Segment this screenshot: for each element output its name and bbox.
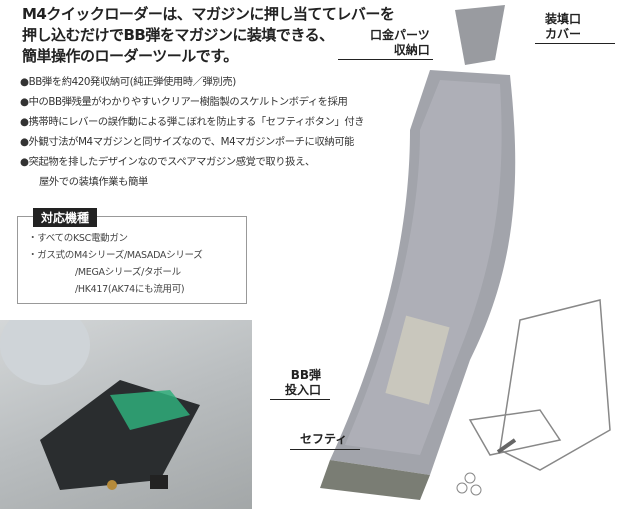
feature-item: ●中のBB弾残量がわかりやすいクリアー樹脂製のスケルトンボディを採用 <box>20 96 348 108</box>
feature-item: ●外観寸法がM4マガジンと同サイズなので、M4マガジンポーチに収納可能 <box>20 136 355 148</box>
label-safety: セフティ <box>300 432 348 446</box>
compat-title: 対応機種 <box>33 208 98 227</box>
headline-line: 押し込むだけでBB弾をマガジンに装填できる、 <box>22 26 334 44</box>
label-bb-inlet: BB弾投入口 <box>285 368 322 397</box>
label-loading-port-cover: 装填口カバー <box>545 12 582 41</box>
compat-item: ・すべてのKSC電動ガン <box>28 233 128 244</box>
compat-item: /MEGAシリーズ/タボール <box>75 267 181 278</box>
feature-item: ●突起物を排したデザインなのでスペアマガジン感覚で取り扱え、 <box>20 156 315 168</box>
product-photo <box>0 320 252 509</box>
feature-item: ●携帯時にレバーの誤作動による弾こぼれを防止する「セフティボタン」付き <box>20 116 365 128</box>
headline-line: 簡単操作のローダーツールです。 <box>22 47 238 65</box>
headline-line: M4クイックローダーは、マガジンに押し当ててレバーを <box>22 5 395 23</box>
feature-list: ●BB弾を約420発収納可(純正弾使用時／弾別売) ●中のBB弾残量がわかりやす… <box>20 72 365 192</box>
loader-photo-illustration <box>0 320 200 490</box>
compat-item: /HK417(AK74にも流用可) <box>75 284 185 295</box>
compat-item: ・ガス式のM4シリーズ/MASADAシリーズ <box>28 250 203 261</box>
compatible-models-box: 対応機種 ・すべてのKSC電動ガン ・ガス式のM4シリーズ/MASADAシリーズ… <box>17 208 247 304</box>
feature-item: ●BB弾を約420発収納可(純正弾使用時／弾別売) <box>20 76 236 88</box>
label-mouth-parts-storage: 口金パーツ収納口 <box>370 28 430 57</box>
headline: M4クイックローダーは、マガジンに押し当ててレバーを 押し込むだけでBB弾をマガ… <box>22 4 395 67</box>
feature-item: 屋外での装填作業も簡単 <box>39 176 148 188</box>
